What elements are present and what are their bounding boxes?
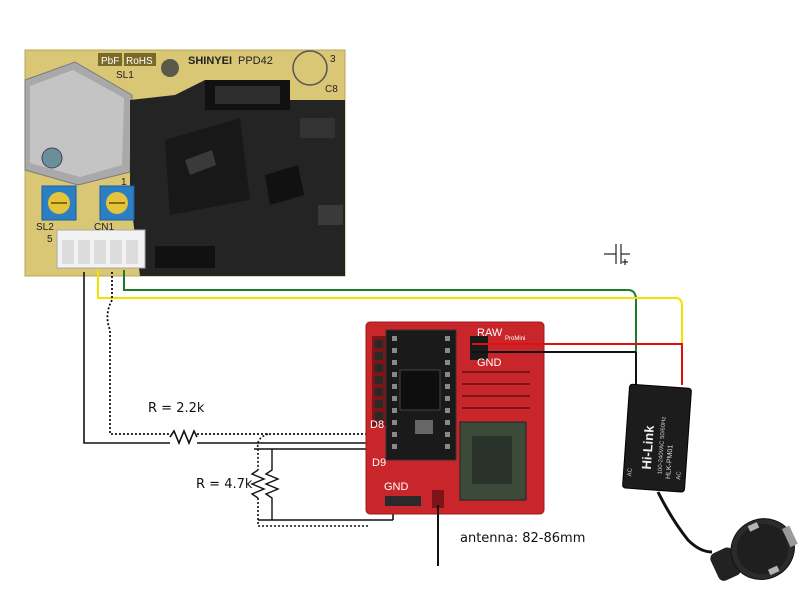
d8-pin-label: D8	[370, 419, 384, 431]
sensor-gnd-wire	[83, 272, 170, 444]
sensor-model: PPD42	[238, 55, 273, 67]
svg-text:AC: AC	[627, 467, 634, 476]
rohs-badge	[124, 53, 156, 66]
mcu-board: RAW ProMini GND D8 D9 GND	[365, 321, 545, 515]
resistor-4.7k-label: R = 4.7k	[196, 477, 253, 492]
antenna-label: antenna: 82-86mm	[460, 531, 585, 546]
cn1-label: CN1	[94, 222, 114, 233]
mcu-chip	[399, 369, 441, 411]
svg-text:AC: AC	[676, 471, 683, 480]
pin1-label: 1	[121, 177, 127, 188]
resistor-4.7k-a	[250, 469, 266, 499]
raw-pin-label: RAW	[477, 327, 503, 339]
psu-brand: Hi-Link	[639, 424, 657, 470]
c8-label: C8	[325, 84, 338, 95]
promini-label: ProMini	[505, 336, 525, 342]
gnd-top-pin-label: GND	[477, 357, 502, 369]
mains-cable	[656, 491, 713, 554]
psu-model: HLK-PM01	[665, 445, 674, 480]
green-wire	[123, 270, 637, 385]
capacitor-c8	[292, 50, 328, 86]
yellow-wire	[97, 270, 683, 385]
power-supply-module: Hi-Link HLK-PM01 100-240VAC 50/60Hz AC A…	[622, 383, 692, 493]
gnd-bottom-pin-label: GND	[384, 481, 409, 493]
capacitor-symbol	[604, 244, 630, 265]
pbf-label: PbF	[101, 56, 119, 67]
pin5-label: 5	[47, 234, 53, 245]
d9-pin-label: D9	[372, 457, 386, 469]
divider-dotted-branch	[256, 433, 269, 470]
sl1-label: SL1	[116, 70, 134, 81]
resistor-4.7k-b	[264, 449, 280, 520]
sl2-label: SL2	[36, 222, 54, 233]
pin3-label: 3	[330, 54, 336, 65]
rohs-label: RoHS	[126, 56, 153, 67]
pbf-badge	[98, 53, 122, 66]
svg-text:100-240VAC 50/60Hz: 100-240VAC 50/60Hz	[657, 416, 667, 474]
dust-sensor-photo: PbF RoHS SHINYEI PPD42 SL1 C8 3 SL2 CN1 …	[24, 49, 346, 277]
resistor-2.2k	[169, 428, 198, 446]
resistor-2.2k-label: R = 2.2k	[148, 401, 205, 416]
sensor-brand: SHINYEI	[188, 55, 232, 67]
mains-plug	[710, 518, 798, 581]
dotted-signal-wire	[106, 272, 170, 435]
